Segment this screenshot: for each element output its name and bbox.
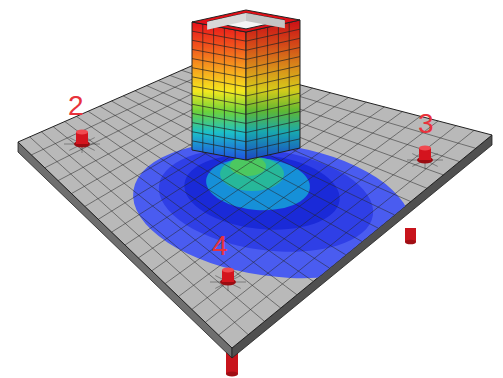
column-opening [207, 13, 285, 29]
mesh-line [192, 104, 246, 114]
mesh-line [246, 130, 300, 142]
mesh-line [246, 66, 300, 78]
mesh-line [246, 29, 300, 41]
callout-number: 4 [212, 232, 228, 260]
mesh-line [192, 132, 246, 142]
mesh-line [246, 75, 300, 87]
mesh-line [246, 84, 300, 96]
column-inner-wall [207, 13, 246, 30]
mesh-line [246, 38, 300, 50]
column-shade [246, 20, 300, 160]
mesh-line [219, 130, 475, 335]
mesh-line [246, 111, 300, 123]
mesh-line [192, 40, 246, 50]
mesh-line [192, 86, 246, 96]
mesh-line [192, 68, 246, 78]
mesh-line [192, 77, 246, 87]
mesh-line [246, 121, 300, 133]
mesh-line [192, 141, 246, 151]
plate-top [18, 60, 492, 348]
column-inner-wall [246, 13, 285, 28]
pillar-top [76, 129, 88, 134]
column-face [192, 22, 246, 160]
pillar-top [222, 267, 234, 272]
mesh-line [192, 49, 246, 59]
column [192, 10, 300, 160]
column-face [246, 20, 300, 160]
column-top [192, 10, 300, 32]
pillar-top [419, 145, 431, 150]
mesh-line [246, 102, 300, 114]
mesh-line [192, 95, 246, 105]
mesh-line [246, 139, 300, 151]
mesh-line [246, 47, 300, 59]
mesh-line [246, 57, 300, 69]
callout-number: 3 [418, 110, 434, 138]
mesh-line [192, 113, 246, 123]
callout-number: 2 [68, 92, 84, 120]
mesh-line [192, 59, 246, 69]
mesh-line [192, 123, 246, 133]
mesh-line [192, 31, 246, 41]
mesh-line [246, 93, 300, 105]
